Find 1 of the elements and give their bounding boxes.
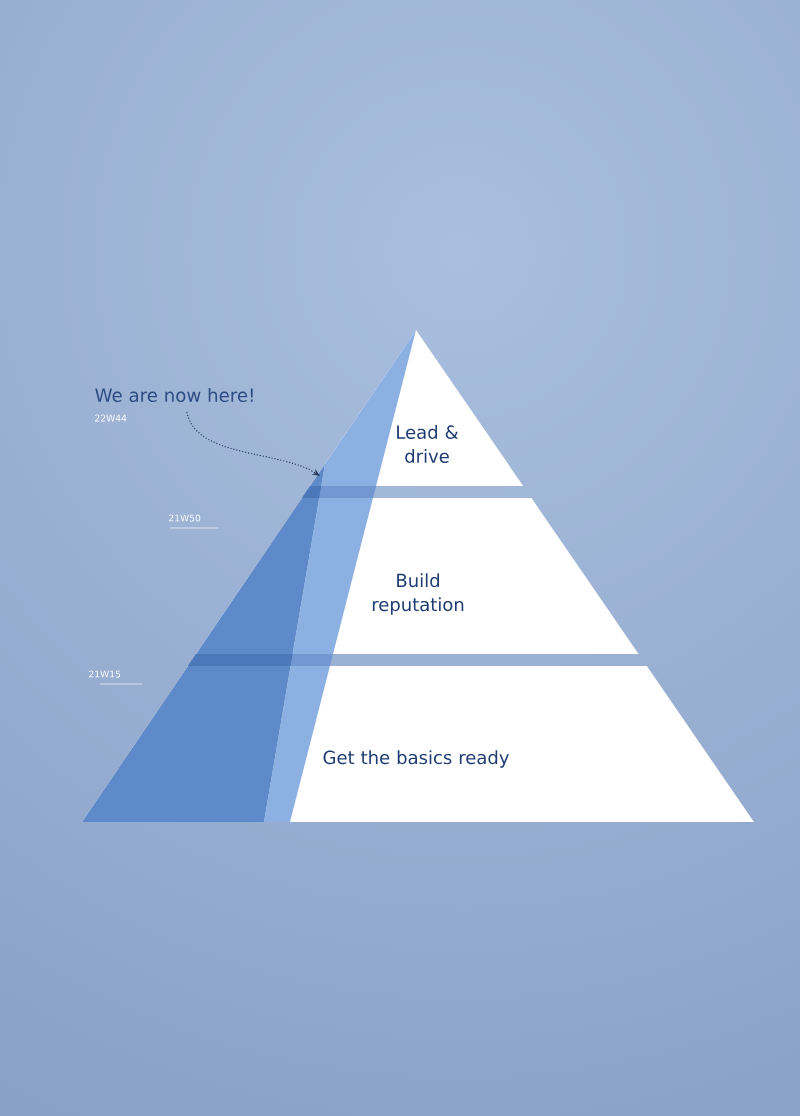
callout-text: We are now here!: [95, 387, 253, 403]
